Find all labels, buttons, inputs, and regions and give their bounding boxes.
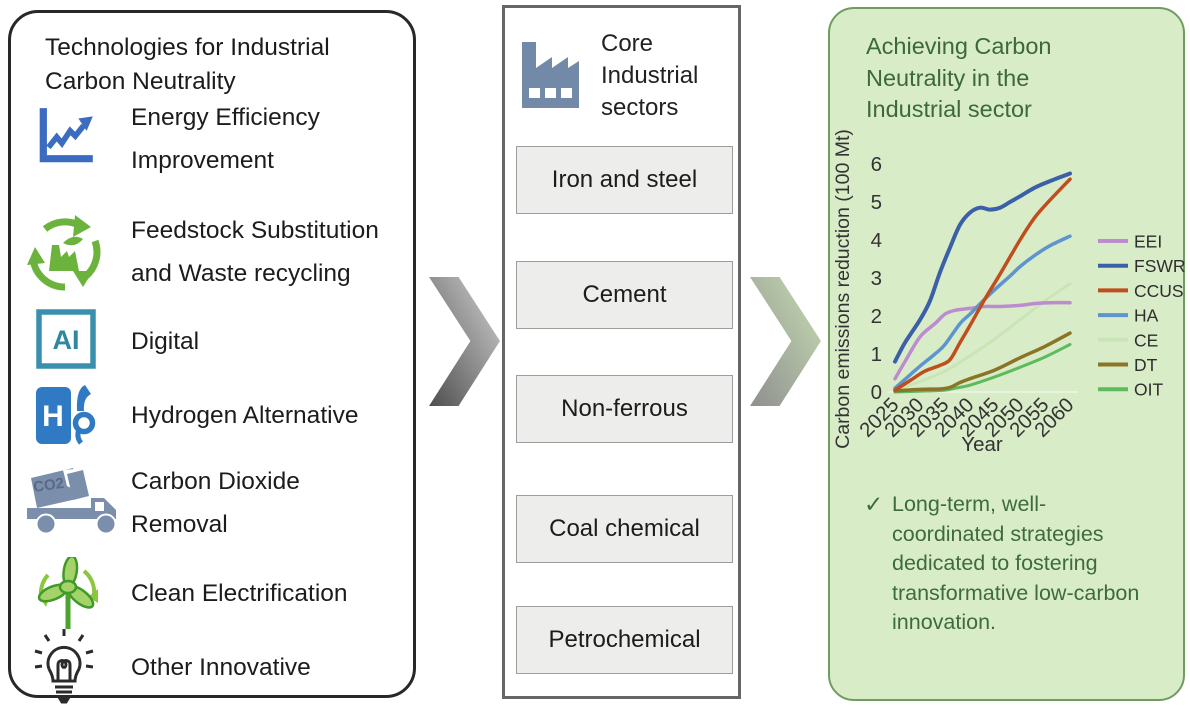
y-tick-label: 1	[871, 343, 882, 366]
arrow-right-icon	[750, 276, 821, 407]
co2-icon-text: CO2	[32, 475, 65, 496]
legend-label-OIT: OIT	[1134, 380, 1163, 400]
y-axis-label: Carbon emissions reduction (100 Mt)	[832, 129, 854, 449]
series-line-CCUS	[893, 177, 1072, 392]
sector-box-coal-chemical: Coal chemical	[516, 495, 733, 563]
recycle-factory-icon	[27, 215, 101, 291]
line-chart-icon	[39, 108, 93, 163]
x-axis-label: Year	[961, 433, 1003, 456]
legend-label-EEI: EEI	[1134, 232, 1162, 252]
sector-box-iron-and-steel: Iron and steel	[516, 146, 733, 214]
technologies-panel-title: Technologies for Industrial Carbon Neutr…	[45, 31, 330, 99]
tech-item-energy-efficiency: Energy Efficiency Improvement	[131, 104, 320, 174]
emissions-chart: 0 1 2 3 4 5 6 Carbon emissions reduction (100 M…	[832, 129, 1186, 456]
legend-label-HA: HA	[1134, 306, 1159, 326]
check-icon: ✓	[864, 491, 884, 517]
y-tick-label: 6	[871, 153, 882, 176]
y-tick-label: 2	[871, 305, 882, 328]
y-tick-label: 5	[871, 191, 882, 214]
y-tick-label: 0	[871, 381, 882, 404]
ai-icon-text: AI	[53, 325, 80, 355]
series-line-OIT	[893, 343, 1072, 394]
series-line-EEI	[893, 300, 1072, 381]
legend-label-DT: DT	[1134, 355, 1158, 375]
tech-item-hydrogen: Hydrogen Alternative	[131, 402, 359, 429]
legend-label-CE: CE	[1134, 330, 1158, 350]
hydrogen-pump-icon: H	[36, 385, 96, 445]
light-bulb-icon	[34, 629, 94, 704]
sector-box-cement: Cement	[516, 261, 733, 329]
y-tick-label: 3	[871, 267, 882, 290]
legend-label-CCUS: CCUS	[1134, 281, 1184, 301]
outcome-panel-title: Achieving Carbon Neutrality in the Indus…	[866, 33, 1052, 122]
series-line-DT	[893, 331, 1072, 393]
outcome-panel: Achieving Carbon Neutrality in the Indus…	[828, 7, 1186, 701]
strategy-bullet-text: Long-term, well-coordinated strategies d…	[892, 492, 1140, 634]
ai-icon: AI	[36, 309, 96, 369]
title-line: Technologies for Industrial	[45, 34, 330, 61]
tech-item-feedstock: Feedstock Substitution and Waste recycli…	[131, 217, 379, 287]
technologies-panel: Technologies for Industrial Carbon Neutr…	[8, 10, 416, 704]
legend-label-FSWR: FSWR	[1134, 256, 1186, 276]
title-line: Carbon Neutrality	[45, 68, 236, 95]
series-line-FSWR	[893, 171, 1072, 364]
tech-item-clean-electrification: Clean Electrification	[131, 580, 348, 607]
sector-box-petrochemical: Petrochemical	[516, 606, 733, 674]
series-line-HA	[893, 234, 1072, 390]
tech-item-other-innovative: Other Innovative	[131, 654, 311, 681]
factory-icon	[522, 42, 579, 108]
y-tick-label: 4	[871, 229, 882, 252]
sectors-panel: Core Industrial sectors Iron and steel C…	[502, 5, 741, 699]
sector-box-non-ferrous: Non-ferrous	[516, 375, 733, 443]
co2-truck-icon: CO2	[27, 468, 117, 535]
hydrogen-icon-text: H	[42, 400, 64, 433]
tech-item-cdr: Carbon Dioxide Removal	[131, 468, 300, 538]
wind-turbine-icon	[37, 557, 98, 629]
tech-item-digital: Digital	[131, 328, 200, 355]
arrow-right-icon	[429, 276, 500, 407]
sectors-panel-title: Core Industrial sectors	[601, 30, 699, 121]
